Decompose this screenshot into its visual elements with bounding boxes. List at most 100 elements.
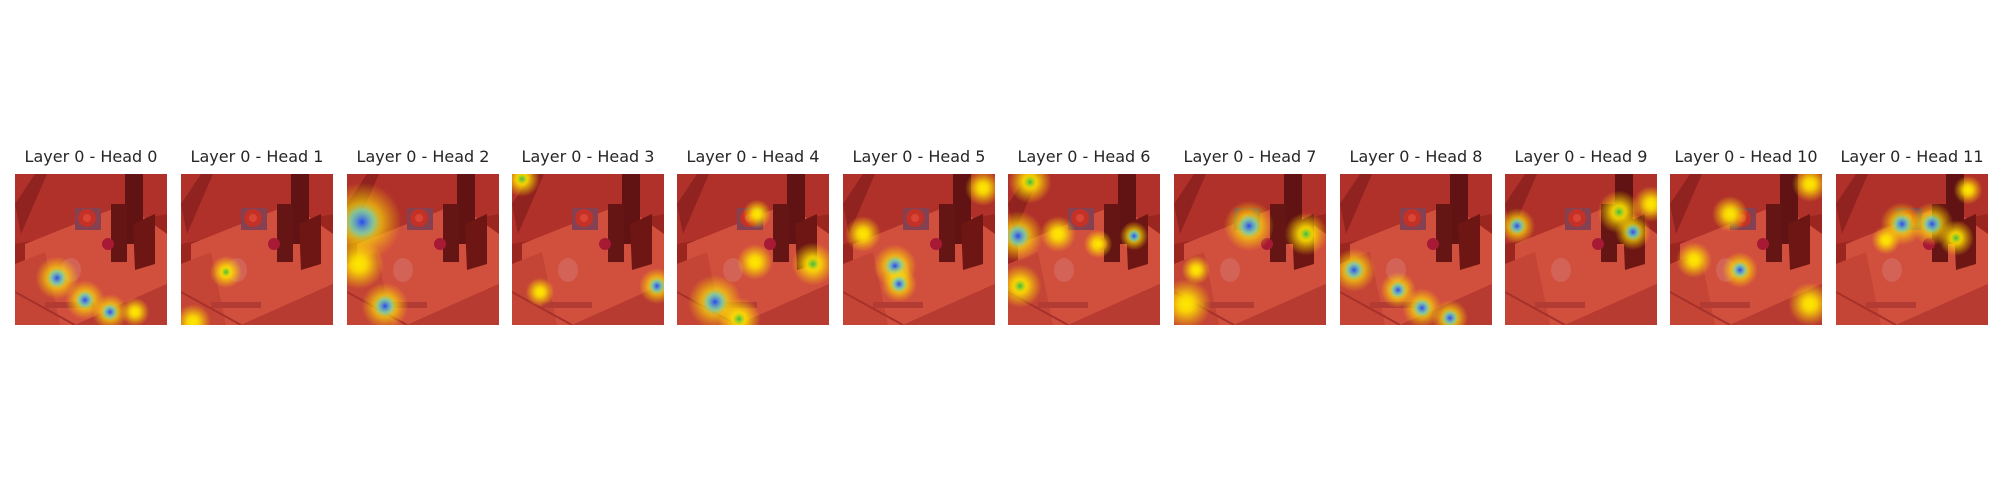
heat-spot bbox=[1018, 174, 1042, 194]
glass bbox=[558, 258, 578, 282]
drawer-handle bbox=[1700, 302, 1750, 308]
left-wall-strip bbox=[1174, 174, 1206, 234]
panel-title: Layer 0 - Head 1 bbox=[190, 147, 324, 166]
appliance-short bbox=[111, 204, 127, 262]
counter-edge bbox=[15, 291, 76, 325]
panel-title: Layer 0 - Head 7 bbox=[1183, 147, 1317, 166]
heat-spot bbox=[1920, 212, 1944, 236]
heatmap-tint bbox=[181, 174, 333, 325]
attention-heatmap-image bbox=[347, 174, 499, 325]
attention-heatmap-image bbox=[1505, 174, 1657, 325]
panel-title: Layer 0 - Head 11 bbox=[1840, 147, 1984, 166]
drawer-handle bbox=[873, 302, 923, 308]
glass bbox=[1551, 258, 1571, 282]
heat-spot bbox=[1440, 308, 1460, 325]
appliance-side bbox=[1788, 214, 1810, 270]
red-cup bbox=[1592, 238, 1604, 250]
counter-front bbox=[903, 284, 995, 325]
heat-spot bbox=[1174, 290, 1200, 318]
attention-heatmap-image bbox=[1836, 174, 1988, 325]
appliance-side bbox=[1458, 214, 1480, 270]
appliance-side bbox=[299, 214, 321, 270]
heat-spot bbox=[1294, 222, 1318, 246]
heat-spot bbox=[1507, 216, 1527, 236]
attention-heatmap-image bbox=[512, 174, 664, 325]
heat-spot bbox=[647, 276, 664, 296]
heat-spot bbox=[745, 252, 765, 272]
heat-spot bbox=[1960, 182, 1976, 198]
heat-spot bbox=[1946, 228, 1966, 248]
counter-front bbox=[1565, 284, 1657, 325]
heat-spot bbox=[183, 312, 203, 325]
drawer-handle bbox=[1038, 302, 1088, 308]
red-pot-rim bbox=[911, 214, 919, 222]
attention-heatmap-image bbox=[1670, 174, 1822, 325]
heat-spot bbox=[347, 250, 373, 278]
attention-heatmap-image bbox=[1008, 174, 1160, 325]
red-pot-rim bbox=[249, 214, 257, 222]
panel-title: Layer 0 - Head 4 bbox=[686, 147, 820, 166]
drawer-handle bbox=[1204, 302, 1254, 308]
glass bbox=[1054, 258, 1074, 282]
appliance-short bbox=[1436, 204, 1452, 262]
red-pot-rim bbox=[580, 214, 588, 222]
attention-heatmap-image bbox=[1340, 174, 1492, 325]
drawer-handle bbox=[211, 302, 261, 308]
panel-title: Layer 0 - Head 5 bbox=[852, 147, 986, 166]
left-wall-strip bbox=[843, 174, 875, 234]
panel-title: Layer 0 - Head 2 bbox=[356, 147, 490, 166]
heat-spot bbox=[749, 206, 765, 222]
red-cup bbox=[764, 238, 776, 250]
heat-spot bbox=[1188, 262, 1204, 278]
left-wall-strip bbox=[1670, 174, 1702, 234]
red-cup bbox=[434, 238, 446, 250]
counter-edge bbox=[1670, 291, 1731, 325]
red-pot-rim bbox=[1573, 214, 1581, 222]
red-cup bbox=[930, 238, 942, 250]
counter-edge bbox=[1340, 291, 1401, 325]
heat-spot bbox=[1090, 236, 1106, 252]
red-cup bbox=[102, 238, 114, 250]
heat-spot bbox=[1235, 212, 1263, 240]
heat-spot bbox=[1641, 194, 1657, 214]
red-cup bbox=[1757, 238, 1769, 250]
heat-spot bbox=[973, 178, 993, 198]
heat-spot bbox=[1411, 297, 1433, 319]
left-wall-strip bbox=[181, 174, 213, 234]
counter-front bbox=[241, 284, 333, 325]
left-wall-strip bbox=[677, 174, 709, 234]
heat-spot bbox=[1126, 228, 1142, 244]
heat-spot bbox=[347, 200, 384, 244]
heat-spot bbox=[1684, 250, 1704, 270]
panel-title: Layer 0 - Head 0 bbox=[24, 147, 158, 166]
counter-edge bbox=[1505, 291, 1566, 325]
appliance-short bbox=[773, 204, 789, 262]
heat-spot bbox=[74, 289, 96, 311]
counter-front bbox=[1068, 284, 1160, 325]
panel-title: Layer 0 - Head 9 bbox=[1514, 147, 1648, 166]
appliance-side bbox=[133, 214, 155, 270]
appliance-short bbox=[277, 204, 293, 262]
heat-spot bbox=[1730, 260, 1750, 280]
heat-spot bbox=[372, 293, 398, 319]
counter-front bbox=[1234, 284, 1326, 325]
left-wall-strip bbox=[1340, 174, 1372, 234]
drawer-handle bbox=[542, 302, 592, 308]
heat-spot bbox=[801, 252, 825, 276]
red-pot-rim bbox=[1408, 214, 1416, 222]
appliance-side bbox=[465, 214, 487, 270]
attention-heatmap-image bbox=[677, 174, 829, 325]
glass bbox=[1220, 258, 1240, 282]
red-pot-rim bbox=[1076, 214, 1084, 222]
drawer-handle bbox=[1866, 302, 1916, 308]
red-cup bbox=[1427, 238, 1439, 250]
counter-edge bbox=[181, 291, 242, 325]
heat-spot bbox=[853, 224, 873, 244]
panel-title: Layer 0 - Head 6 bbox=[1017, 147, 1151, 166]
appliance-short bbox=[1270, 204, 1286, 262]
red-pot-rim bbox=[83, 214, 91, 222]
appliance-short bbox=[608, 204, 624, 262]
heat-spot bbox=[1798, 292, 1822, 316]
red-cup bbox=[599, 238, 611, 250]
